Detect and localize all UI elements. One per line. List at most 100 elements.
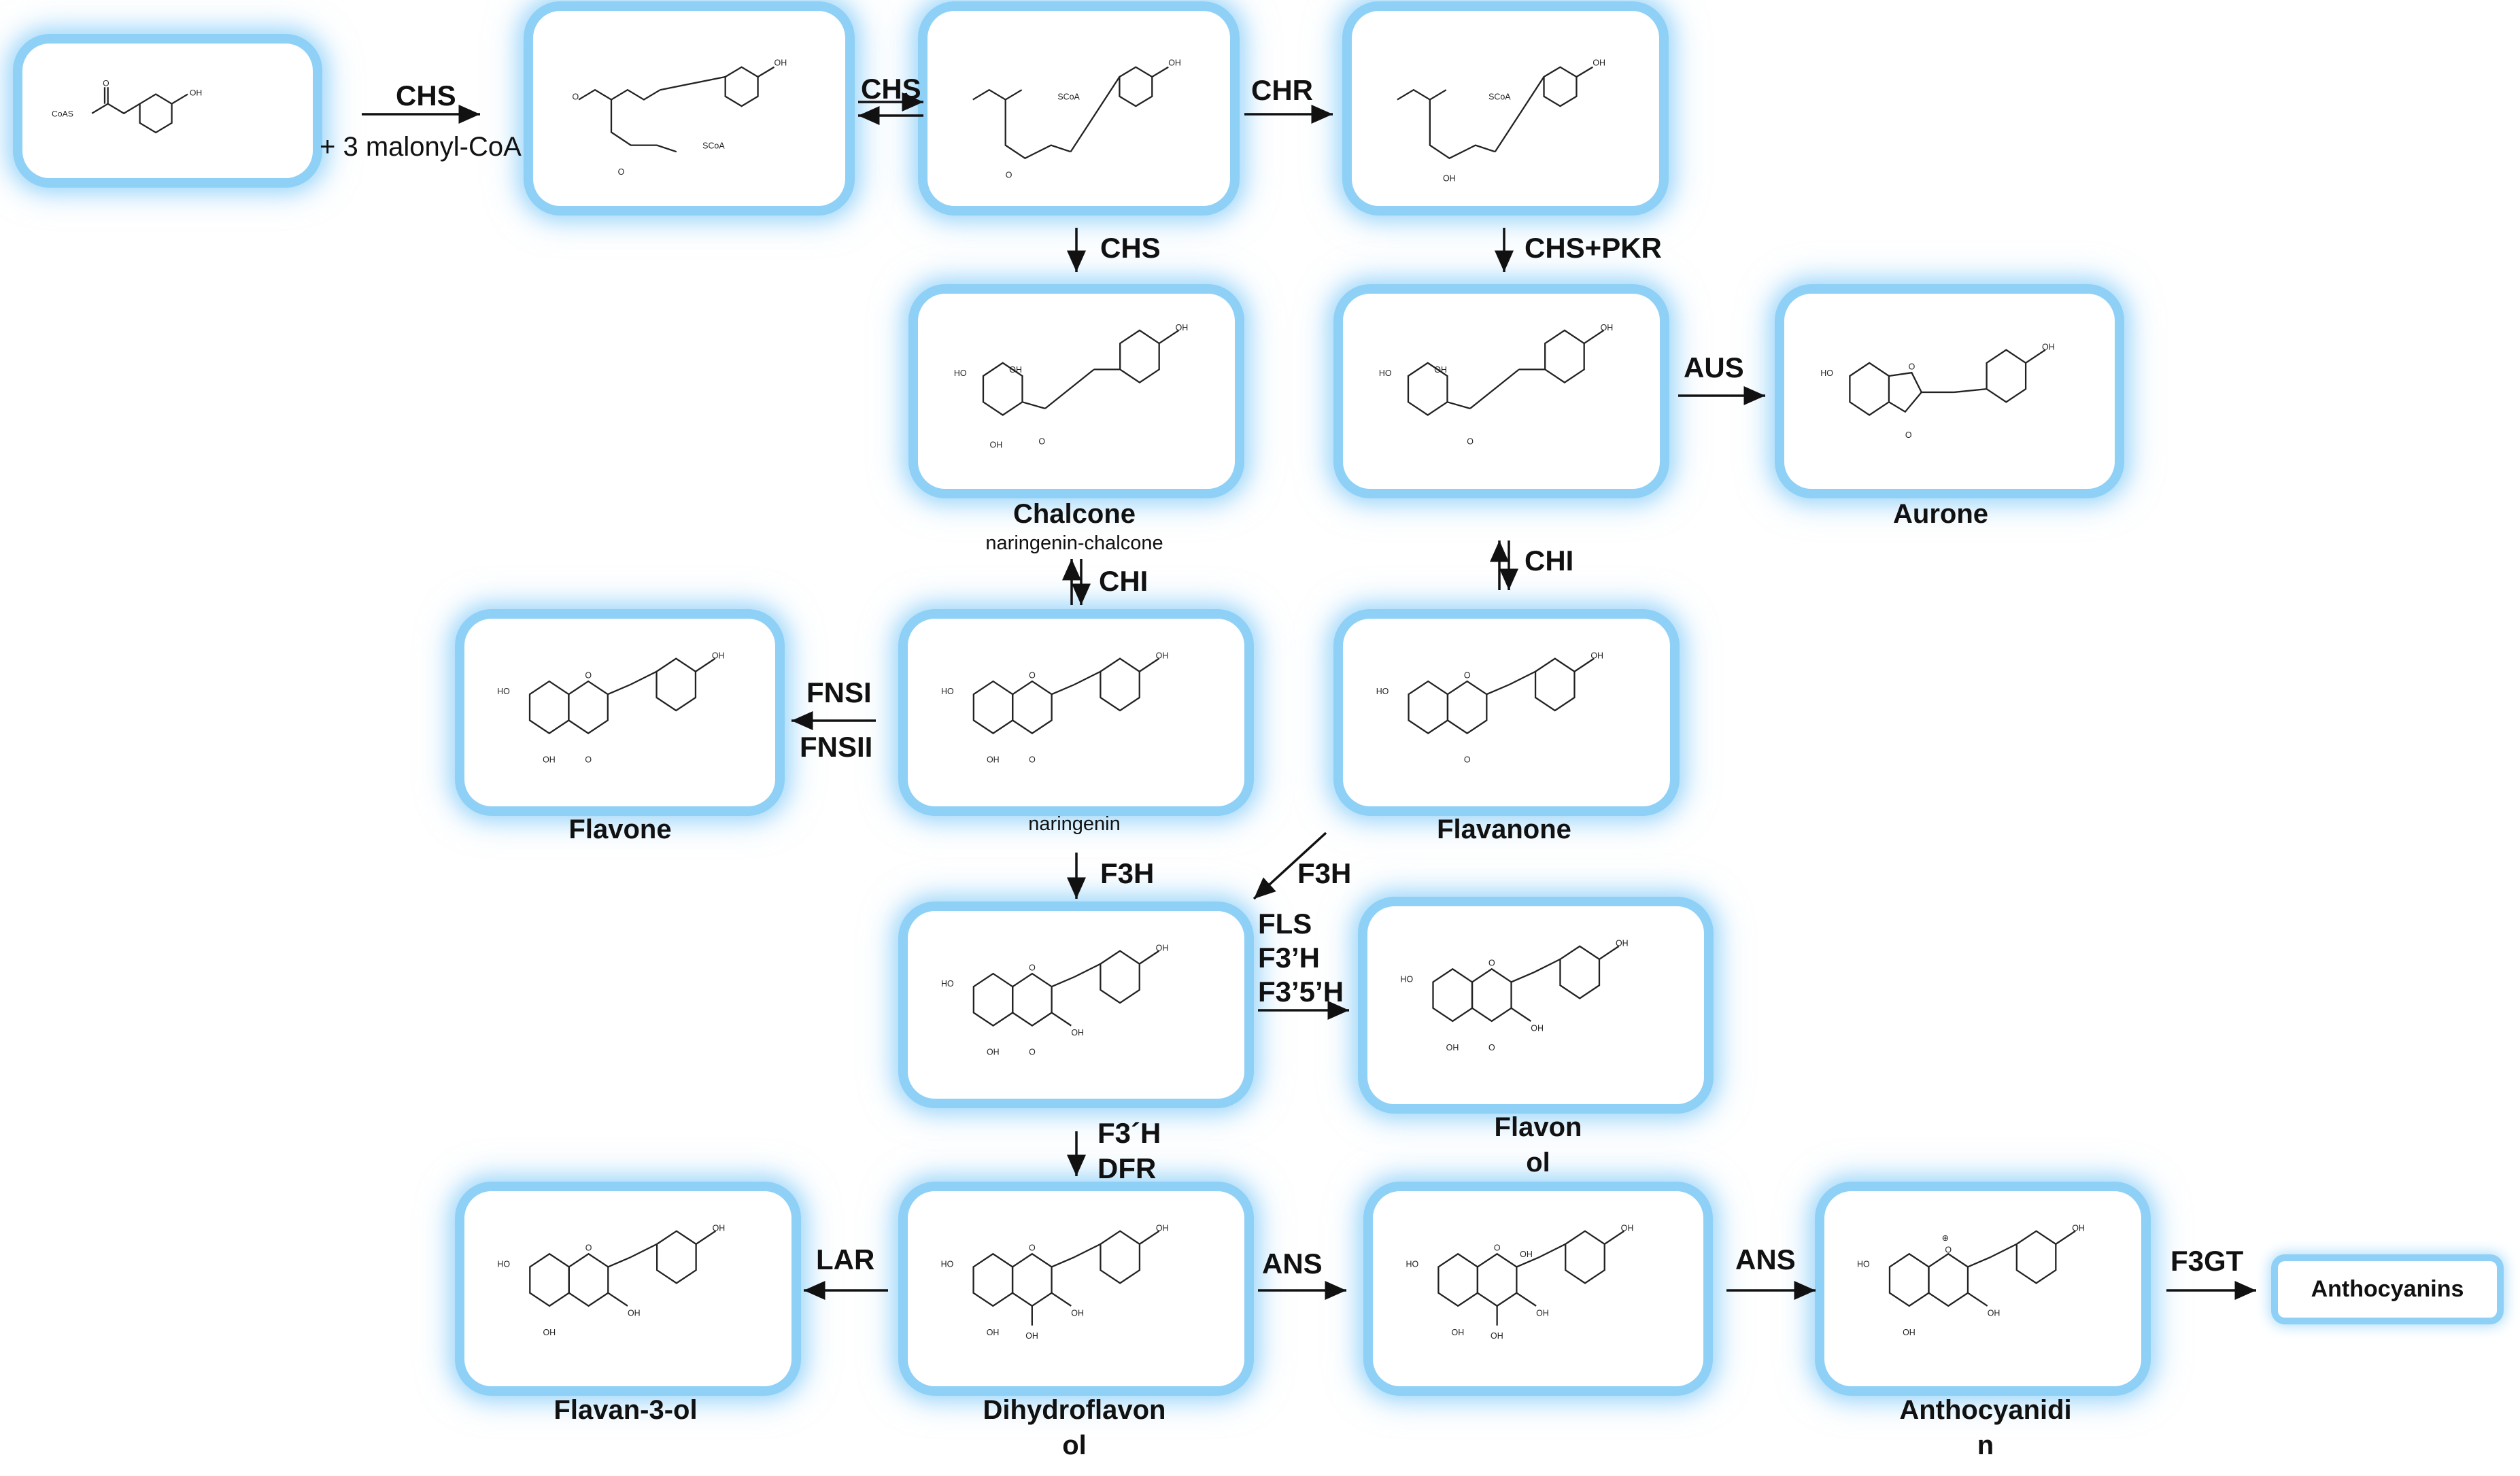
svg-text:O: O <box>1038 437 1045 447</box>
tetraketide-box: OH SCoA O O <box>533 11 845 206</box>
enzyme-f35h: F3’5’H <box>1258 976 1344 1008</box>
svg-text:O: O <box>1029 755 1036 765</box>
enzyme-lar: LAR <box>816 1243 875 1275</box>
svg-text:SCoA: SCoA <box>1488 92 1511 102</box>
svg-text:O: O <box>585 670 592 680</box>
flavan-diol-box: OH HO O OH OH OH OH <box>1373 1191 1703 1386</box>
svg-text:OH: OH <box>1590 651 1603 661</box>
reduced-chain-box: OH SCoA OH <box>1352 11 1659 206</box>
svg-text:OH: OH <box>1434 365 1447 375</box>
svg-text:SCoA: SCoA <box>702 141 725 150</box>
dihydroflavonol-label-line2: ol <box>1062 1430 1087 1460</box>
svg-text:OH: OH <box>1071 1028 1084 1037</box>
svg-text:O: O <box>1029 670 1036 680</box>
flavonol-label-line1: Flavon <box>1494 1112 1582 1142</box>
svg-text:OH: OH <box>1156 1224 1169 1233</box>
svg-text:HO: HO <box>497 1259 510 1269</box>
svg-text:OH: OH <box>1621 1224 1634 1233</box>
svg-text:OH: OH <box>1443 173 1456 183</box>
enzyme-f3h-prime: F3’H <box>1258 942 1321 974</box>
anthocyanins-label: Anthocyanins <box>2311 1276 2464 1302</box>
enzyme-chr: CHR <box>1251 74 1313 106</box>
svg-text:OH: OH <box>1531 1023 1544 1033</box>
flavanone-label: Flavanone <box>1437 814 1571 844</box>
enzyme-f3gt: F3GT <box>2170 1245 2244 1277</box>
svg-text:HO: HO <box>954 368 967 378</box>
flavonol-box: OH HO O OH O OH <box>1367 906 1704 1104</box>
open-chain-box: OH SCoA O <box>927 11 1230 206</box>
enzyme-aus: AUS <box>1684 351 1744 383</box>
svg-text:OH: OH <box>190 88 202 97</box>
aurone-box: OH HO O O <box>1784 294 2115 489</box>
svg-text:OH: OH <box>1156 651 1169 661</box>
anthocyanidin-label-line2: n <box>1977 1430 1994 1460</box>
anthocyanidin-box: OH HO ⊕ O OH OH <box>1824 1191 2141 1386</box>
enzyme-chs-3: CHS <box>1100 232 1161 264</box>
dihydroflavonol-label-line1: Dihydroflavon <box>983 1395 1166 1425</box>
svg-text:OH: OH <box>1491 1331 1503 1341</box>
coumaroyl-coa-box: CoAS O OH <box>22 44 313 178</box>
svg-text:OH: OH <box>1156 944 1169 953</box>
svg-text:O: O <box>585 755 592 765</box>
svg-text:OH: OH <box>1452 1328 1465 1337</box>
enzyme-fls: FLS <box>1258 908 1312 940</box>
svg-text:OH: OH <box>990 440 1003 449</box>
svg-text:SCoA: SCoA <box>1057 92 1080 102</box>
svg-text:O: O <box>618 167 625 177</box>
enzyme-chs-pkr: CHS+PKR <box>1525 232 1662 264</box>
svg-text:OH: OH <box>543 1328 556 1337</box>
enzyme-chi-2: CHI <box>1525 545 1574 577</box>
anthocyanins-box: Anthocyanins <box>2278 1261 2497 1318</box>
svg-text:OH: OH <box>2072 1224 2085 1233</box>
enzyme-fnsi: FNSI <box>806 676 872 708</box>
svg-text:O: O <box>1909 362 1915 371</box>
chalcone-box: OH HO OH OH O <box>918 294 1235 489</box>
svg-text:O: O <box>573 92 579 102</box>
flavone-box: OH HO O OH O <box>464 619 775 806</box>
svg-text:O: O <box>1494 1243 1501 1252</box>
svg-text:OH: OH <box>1988 1308 2000 1318</box>
svg-text:HO: HO <box>1379 368 1392 378</box>
enzyme-ans-2: ANS <box>1735 1243 1796 1275</box>
enzyme-chs-1: CHS <box>396 80 456 111</box>
svg-text:O: O <box>1006 171 1012 180</box>
svg-text:O: O <box>1464 670 1471 680</box>
svg-text:O: O <box>1488 1043 1495 1052</box>
svg-text:O: O <box>103 78 109 88</box>
isoliquiritigenin-chalcone-box: OH HO OH O <box>1343 294 1660 489</box>
svg-text:OH: OH <box>1536 1308 1549 1318</box>
svg-text:O: O <box>1945 1245 1952 1254</box>
svg-text:OH: OH <box>1520 1250 1533 1259</box>
svg-text:HO: HO <box>941 979 954 989</box>
svg-text:HO: HO <box>941 1259 954 1269</box>
svg-text:OH: OH <box>1168 58 1181 68</box>
svg-text:OH: OH <box>1593 58 1605 68</box>
flavone-label: Flavone <box>568 814 672 844</box>
enzyme-f3h-1: F3H <box>1100 857 1155 889</box>
svg-text:O: O <box>1029 1243 1036 1252</box>
svg-text:O: O <box>1029 963 1036 972</box>
svg-text:OH: OH <box>987 1048 1000 1057</box>
svg-text:OH: OH <box>987 755 1000 765</box>
flavan-3-ol-box: OH HO O OH OH <box>464 1191 791 1386</box>
svg-text:OH: OH <box>1446 1043 1459 1052</box>
svg-text:OH: OH <box>1601 323 1614 332</box>
svg-text:⊕: ⊕ <box>1942 1233 1949 1243</box>
svg-text:OH: OH <box>1025 1331 1038 1341</box>
svg-text:OH: OH <box>712 651 725 661</box>
enzyme-f3h-prime-2: F3´H <box>1097 1117 1161 1149</box>
svg-text:OH: OH <box>1009 365 1022 375</box>
svg-text:OH: OH <box>774 58 787 68</box>
leucoanthocyanidin-box: OH HO O OH OH OH <box>908 1191 1244 1386</box>
svg-text:O: O <box>585 1243 592 1252</box>
svg-text:HO: HO <box>1401 974 1414 984</box>
svg-text:O: O <box>1488 958 1495 967</box>
malonyl-coa-label: + 3 malonyl-CoA <box>320 132 522 162</box>
svg-text:OH: OH <box>1616 939 1629 948</box>
svg-text:OH: OH <box>1176 323 1189 332</box>
enzyme-f3h-2: F3H <box>1297 857 1352 889</box>
svg-text:HO: HO <box>1857 1259 1870 1269</box>
svg-text:HO: HO <box>1820 368 1833 378</box>
svg-text:CoAS: CoAS <box>52 109 73 118</box>
